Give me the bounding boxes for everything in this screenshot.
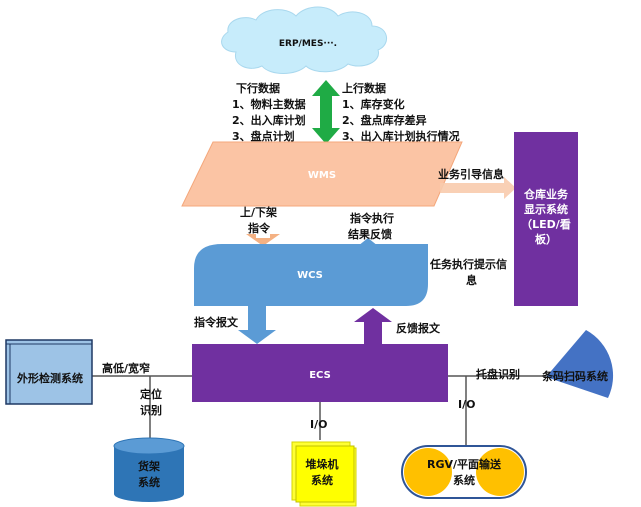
command-feedback-label: 结果反馈: [347, 227, 392, 241]
task-exec-info-label: 息: [466, 273, 477, 287]
command-feedback-arrow: 指令执行 结果反馈: [347, 211, 394, 252]
uplink-title: 上行数据: [342, 81, 386, 95]
wms-label: WMS: [308, 170, 336, 181]
connector-lines: [92, 375, 546, 448]
stacker-system-doc: 堆垛机 系统: [291, 441, 357, 507]
pallet-recognition-label: 托盘识别: [476, 367, 520, 381]
positioning-label: 识别: [140, 403, 162, 417]
command-message-label: 指令报文: [194, 315, 239, 329]
uplink-item: 3、出入库计划执行情况: [342, 129, 460, 143]
task-exec-info-label: 任务执行提示信: [429, 257, 507, 271]
rgv-system-label: 系统: [453, 473, 475, 487]
cloud-label: ERP/MES···.: [279, 39, 337, 49]
downlink-data-block: 下行数据 1、物料主数据 2、出入库计划 3、盘点计划: [232, 81, 306, 143]
shelf-system-cylinder: 货架 系统: [113, 437, 185, 502]
cloud-wms-arrow: [312, 80, 340, 144]
shelf-command-label: 指令: [248, 221, 271, 235]
barcode-system-label: 条码扫码系统: [541, 369, 608, 383]
command-message-arrow: 指令报文: [194, 306, 276, 344]
ecs-label: ECS: [309, 370, 331, 381]
business-guidance-arrow: 业务引导信息: [438, 167, 516, 199]
command-feedback-label: 指令执行: [350, 211, 394, 225]
feedback-message-arrow: 反馈报文: [354, 308, 441, 344]
shape-detection-system: 外形检测系统: [5, 339, 93, 405]
downlink-item: 2、出入库计划: [232, 113, 306, 127]
shape-detection-label: 外形检测系统: [16, 371, 83, 385]
feedback-message-label: 反馈报文: [396, 321, 441, 335]
ecs-block: ECS: [192, 344, 448, 402]
shelf-system-label: 货架: [137, 459, 160, 473]
wms-block: WMS: [181, 141, 463, 207]
rgv-system-label: RGV/平面输送: [427, 457, 502, 471]
warehouse-display-line: 仓库业务: [523, 187, 569, 201]
downlink-title: 下行数据: [236, 81, 280, 95]
warehouse-display-line: （LED/看: [521, 217, 571, 231]
shelf-command-label: 上/下架: [240, 205, 277, 219]
erp-mes-cloud: ERP/MES···.: [221, 6, 387, 74]
downlink-item: 3、盘点计划: [232, 129, 295, 143]
io-rgv-label: I/O: [458, 398, 475, 411]
uplink-item: 1、库存变化: [342, 97, 405, 111]
uplink-data-block: 上行数据 1、库存变化 2、盘点库存差异 3、出入库计划执行情况: [342, 81, 460, 143]
stacker-system-label: 系统: [311, 473, 333, 487]
warehouse-display-system: 仓库业务 显示系统 （LED/看 板）: [514, 132, 578, 306]
business-guidance-label: 业务引导信息: [438, 167, 504, 181]
shelf-command-arrow: 上/下架 指令: [240, 205, 280, 246]
io-stacker-label: I/O: [310, 418, 327, 431]
downlink-item: 1、物料主数据: [232, 97, 306, 111]
barcode-system: 条码扫码系统: [541, 330, 614, 398]
wcs-block: WCS: [194, 244, 428, 306]
uplink-item: 2、盘点库存差异: [342, 113, 427, 127]
wcs-label: WCS: [297, 270, 323, 281]
stacker-system-label: 堆垛机: [306, 457, 339, 471]
warehouse-display-line: 板）: [535, 232, 557, 246]
rgv-conveyor-system: RGV/平面输送 系统: [401, 445, 527, 499]
shelf-system-label: 系统: [138, 475, 160, 489]
task-exec-info: 任务执行提示信 息: [429, 257, 507, 287]
warehouse-display-line: 显示系统: [524, 202, 568, 216]
positioning-label: 定位: [140, 387, 162, 401]
height-width-label: 高低/宽窄: [102, 361, 150, 375]
